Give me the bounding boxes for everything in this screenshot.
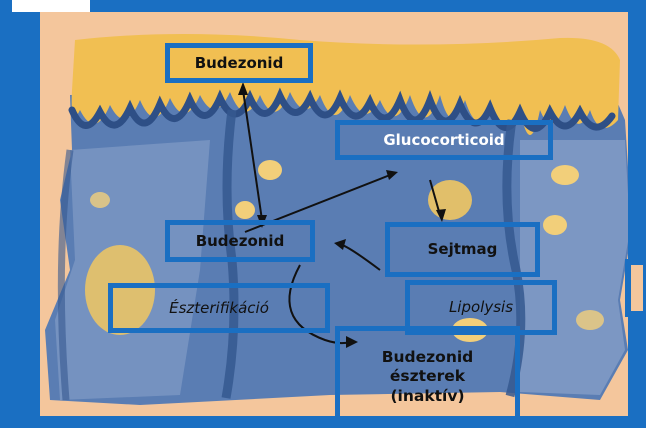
label-eszterifikacio: Észterifikáció	[108, 283, 330, 333]
label-sejtmag: Sejtmag	[385, 222, 540, 277]
label-budezonid-mid: Budezonid	[165, 220, 315, 262]
label-glucocorticoid: Glucocorticoid	[335, 120, 553, 160]
label-budezonid-eszterek: Budezonid észterek (inaktív)	[335, 326, 520, 428]
label-budezonid-top: Budezonid	[165, 43, 313, 83]
